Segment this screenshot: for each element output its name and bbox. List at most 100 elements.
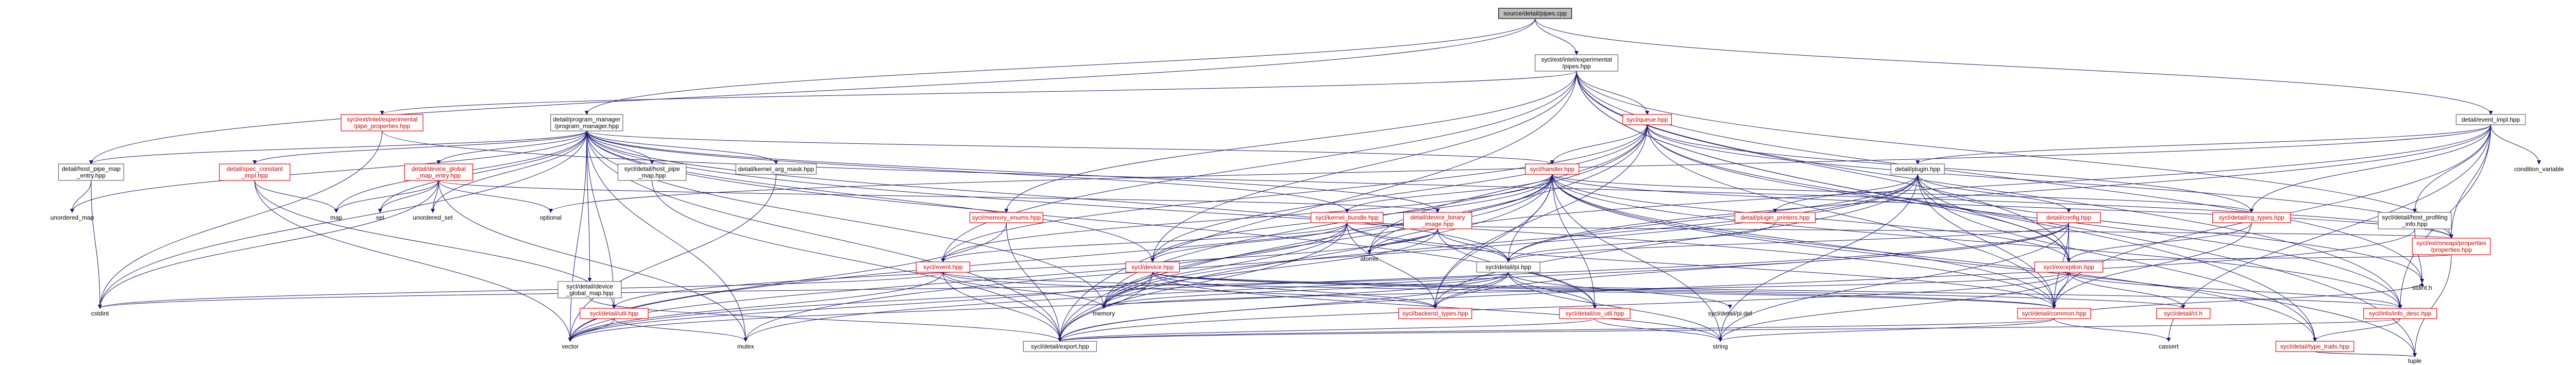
node-cstdint[interactable]: cstdint bbox=[86, 308, 115, 319]
node-config-hpp[interactable]: detail/config.hpp bbox=[2037, 212, 2101, 223]
edge-plugin_hpp-to-backend_types bbox=[1433, 174, 1918, 309]
node-device-binary-image[interactable]: detail/device_binary_image.hpp bbox=[1403, 212, 1472, 229]
node-device-hpp[interactable]: sycl/device.hpp bbox=[1125, 261, 1180, 273]
edge-type_traits-to-tuple bbox=[2314, 351, 2417, 357]
node-memory-enums[interactable]: sycl/memory_enums.hpp bbox=[969, 212, 1043, 223]
edge-event_impl-to-cg_types bbox=[2249, 124, 2492, 213]
node-label: mutex bbox=[737, 343, 754, 350]
node-host-profiling-info[interactable]: sycl/detail/host_profiling_info.hpp bbox=[2378, 212, 2452, 229]
node-plugin-printers[interactable]: detail/plugin_printers.hpp bbox=[1734, 212, 1816, 223]
node-properties-hpp[interactable]: sycl/ext/oneapi/properties/properties.hp… bbox=[2412, 238, 2491, 255]
node-event-impl[interactable]: detail/event_impl.hpp bbox=[2455, 114, 2526, 125]
node-device-global-map[interactable]: sycl/detail/device_global_map.hpp bbox=[557, 281, 622, 298]
edge-queue_hpp-to-info_desc bbox=[1647, 124, 2402, 309]
node-label: /properties.hpp bbox=[2431, 246, 2472, 254]
node-label: sycl/queue.hpp bbox=[1626, 116, 1668, 123]
node-kernel-arg-mask[interactable]: detail/kernel_arg_mask.hpp bbox=[735, 163, 817, 175]
edge-util_hpp-to-mutex bbox=[614, 318, 748, 342]
node-memory[interactable]: memory bbox=[1089, 308, 1118, 319]
node-label: sycl/event.hpp bbox=[923, 263, 963, 271]
edge-pipes_hpp-to-event_hpp bbox=[941, 71, 1577, 262]
edge-handler_hpp-to-common_hpp bbox=[1552, 174, 2056, 309]
node-cg-types[interactable]: sycl/detail/cg_types.hpp bbox=[2212, 212, 2291, 223]
node-pipe-properties[interactable]: sycl/ext/intel/experimental/pipe_propert… bbox=[341, 114, 423, 131]
node-host-pipe-map-entry[interactable]: detail/host_pipe_map_entry.hpp bbox=[58, 163, 124, 181]
node-atomic[interactable]: atomic bbox=[1355, 254, 1384, 264]
edge-queue_hpp-to-backend_types bbox=[1433, 124, 1648, 309]
edge-info_desc-to-type_traits bbox=[2313, 318, 2401, 342]
edge-pipes_hpp-to-stdint_h bbox=[1576, 71, 2425, 283]
node-label: sycl/handler.hpp bbox=[1530, 165, 1574, 173]
node-kernel-bundle[interactable]: sycl/kernel_bundle.hpp bbox=[1310, 212, 1384, 223]
node-root[interactable]: source/detail/pipes.cpp bbox=[1498, 8, 1572, 19]
edge-event_impl-to-properties_hpp bbox=[2449, 124, 2492, 239]
node-box bbox=[735, 163, 817, 175]
edge-event_hpp-to-memory bbox=[942, 272, 1106, 309]
node-optional[interactable]: optional bbox=[534, 212, 568, 223]
edge-event_hpp-to-backend_types bbox=[942, 272, 1437, 309]
node-pi-def[interactable]: sycl/detail/pi.def bbox=[1703, 308, 1757, 319]
edge-handler_hpp-to-export_hpp bbox=[1058, 174, 1553, 342]
node-label: vector bbox=[562, 343, 579, 350]
node-mutex[interactable]: mutex bbox=[731, 341, 760, 352]
edge-device_hpp-to-backend_types bbox=[1152, 272, 1437, 309]
node-tuple[interactable]: tuple bbox=[2402, 357, 2427, 365]
node-cl-h[interactable]: sycl/detail/cl.h bbox=[2156, 308, 2211, 319]
node-program-manager[interactable]: detail/program_manager/program_manager.h… bbox=[550, 114, 623, 131]
node-handler-hpp[interactable]: sycl/handler.hpp bbox=[1525, 163, 1580, 175]
edge-plugin_hpp-to-config_hpp bbox=[1917, 174, 2071, 213]
node-unordered-map[interactable]: unordered_map bbox=[49, 212, 96, 223]
edge-plugin_hpp-to-common_hpp bbox=[1917, 174, 2057, 309]
node-spec-constant-impl[interactable]: detail/spec_constant_impl.hpp bbox=[219, 163, 291, 181]
node-label: stdint.h bbox=[2412, 284, 2432, 291]
node-label: sycl/detail/type_traits.hpp bbox=[2280, 343, 2350, 350]
node-pipes-hpp[interactable]: sycl/ext/intel/experimental/pipes.hpp bbox=[1535, 54, 1619, 72]
edge-os_util-to-string bbox=[1595, 318, 1723, 342]
node-box bbox=[2017, 308, 2091, 319]
edge-exception_hpp-to-common_hpp bbox=[2052, 272, 2069, 309]
node-pi-hpp[interactable]: sycl/detail/pi.hpp bbox=[1476, 261, 1540, 273]
node-label: sycl/detail/util.hpp bbox=[590, 310, 639, 317]
node-condition-variable[interactable]: condition_variable bbox=[2510, 164, 2568, 174]
edge-host_pipe_map_entry-to-unordered_map bbox=[70, 180, 92, 213]
node-box bbox=[2275, 341, 2354, 352]
node-host-pipe-map[interactable]: sycl/detail/host_pipe_map.hpp bbox=[617, 163, 687, 181]
node-os-util[interactable]: sycl/detail/os_util.hpp bbox=[1559, 308, 1631, 319]
node-label: sycl/info/info_desc.hpp bbox=[2369, 310, 2432, 317]
node-label: /pipes.hpp bbox=[1562, 63, 1591, 70]
node-label: set bbox=[376, 214, 385, 221]
node-label: unordered_set bbox=[413, 214, 453, 221]
edge-program_manager-to-set bbox=[378, 130, 587, 213]
edge-info_desc-to-export_hpp bbox=[1058, 318, 2401, 342]
node-label: detail/device_binary bbox=[1410, 214, 1465, 221]
node-cassert[interactable]: cassert bbox=[2154, 341, 2183, 352]
edge-device_hpp-to-cl_h bbox=[1152, 272, 2185, 309]
node-export-hpp[interactable]: sycl/detail/export.hpp bbox=[1023, 341, 1097, 352]
node-queue-hpp[interactable]: sycl/queue.hpp bbox=[1622, 114, 1672, 125]
node-vector[interactable]: vector bbox=[555, 341, 585, 352]
node-set[interactable]: set bbox=[370, 212, 390, 223]
node-string[interactable]: string bbox=[1706, 341, 1735, 352]
node-plugin-hpp[interactable]: detail/plugin.hpp bbox=[1890, 163, 1945, 175]
node-box bbox=[2156, 308, 2211, 319]
node-unordered-set[interactable]: unordered_set bbox=[410, 212, 456, 223]
edge-queue_hpp-to-atomic bbox=[1367, 124, 1648, 254]
node-util-hpp[interactable]: sycl/detail/util.hpp bbox=[580, 308, 649, 319]
node-label: source/detail/pipes.cpp bbox=[1503, 10, 1567, 17]
edge-kernel_bundle-to-common_hpp bbox=[1347, 222, 2056, 309]
node-info-desc[interactable]: sycl/info/info_desc.hpp bbox=[2363, 308, 2437, 319]
node-box bbox=[969, 212, 1043, 223]
edge-exception_hpp-to-cl_h bbox=[2068, 272, 2185, 309]
node-map[interactable]: map bbox=[327, 212, 346, 223]
node-event-hpp[interactable]: sycl/event.hpp bbox=[916, 261, 970, 273]
node-type-traits[interactable]: sycl/detail/type_traits.hpp bbox=[2275, 341, 2354, 352]
node-stdint-h[interactable]: stdint.h bbox=[2408, 283, 2437, 293]
edge-pipe_properties-to-cstdint bbox=[97, 130, 383, 309]
node-box bbox=[617, 163, 687, 181]
node-device-global-map-entry[interactable]: detail/device_global_map_entry.hpp bbox=[404, 163, 473, 181]
node-backend-types[interactable]: sycl/backend_types.hpp bbox=[1398, 308, 1472, 319]
node-exception-hpp[interactable]: sycl/exception.hpp bbox=[2034, 261, 2104, 273]
node-common-hpp[interactable]: sycl/detail/common.hpp bbox=[2017, 308, 2091, 319]
edge-pi_hpp-to-pi_def bbox=[1508, 272, 1732, 309]
edge-device_binary_image-to-util_hpp bbox=[612, 228, 1438, 309]
